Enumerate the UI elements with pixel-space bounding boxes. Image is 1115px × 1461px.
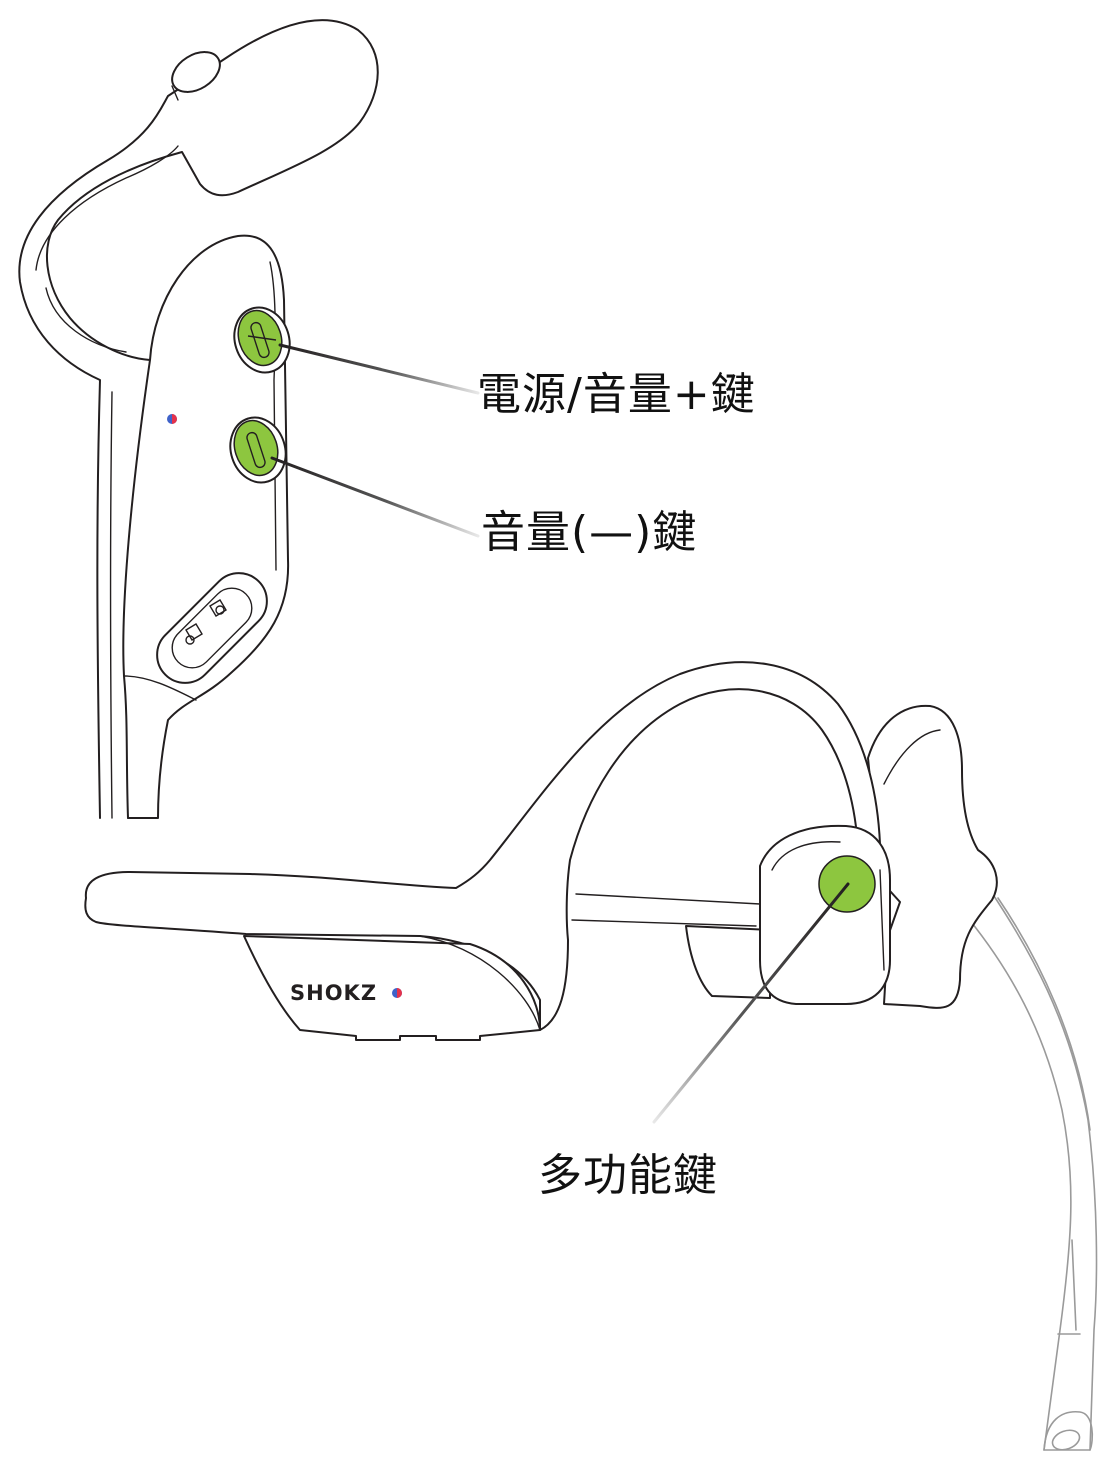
microphone-boom	[967, 889, 1098, 1451]
right-joint	[685, 925, 771, 999]
volume-plus-button[interactable]	[226, 300, 298, 379]
charging-port	[156, 572, 268, 684]
back-pad-button	[171, 51, 221, 93]
headset-view: SHOKZ	[84, 661, 1098, 1451]
svg-text:SHOKZ: SHOKZ	[290, 981, 377, 1005]
shokz-logo: SHOKZ	[290, 981, 402, 1005]
leader-line-power	[278, 343, 480, 395]
right-transducer	[759, 824, 891, 1005]
leader-line-volume-down	[270, 456, 480, 538]
left-earpiece-view	[18, 19, 379, 819]
left-transducer	[243, 935, 541, 1041]
leader-line-multifunction	[652, 882, 850, 1124]
label-power-volume-up: 電源/音量+鍵	[477, 369, 756, 420]
label-volume-down: 音量(—)鍵	[481, 507, 698, 558]
label-multifunction: 多功能鍵	[538, 1150, 718, 1201]
right-ear-hook	[867, 704, 998, 1009]
indicator-light	[167, 414, 177, 424]
volume-minus-button[interactable]	[222, 410, 294, 489]
ear-hook	[18, 19, 379, 819]
